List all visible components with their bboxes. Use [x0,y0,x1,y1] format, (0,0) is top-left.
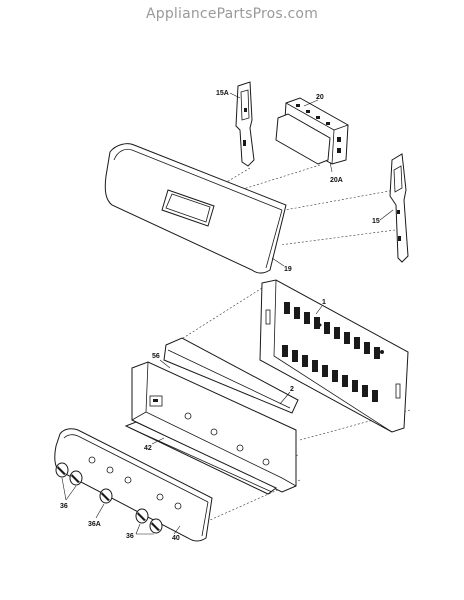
callout-36A: 36A [88,521,101,528]
part-40-knob-console[interactable] [54,428,213,542]
site-watermark: AppliancePartsPros.com [145,6,319,22]
leader-lines [61,92,394,535]
knob-3[interactable] [99,488,113,504]
callout-1: 1 [322,299,326,306]
part-19-backguard-panel[interactable] [104,143,287,274]
callout-42: 42 [144,445,152,452]
callout-36-left: 36 [60,503,68,510]
callout-15: 15 [372,218,380,225]
back-panel-lower-vents [282,345,378,402]
callout-56: 56 [152,353,160,360]
callout-19: 19 [284,266,292,273]
callout-2: 2 [290,386,294,393]
knob-5[interactable] [149,518,163,534]
callout-15A: 15A [216,90,229,97]
part-2-manifold-panel[interactable] [131,361,297,493]
knob-1[interactable] [55,462,69,478]
back-panel-upper-vents [284,302,380,359]
callout-40: 40 [172,535,180,542]
callout-20A: 20A [330,177,343,184]
knob-2[interactable] [69,470,83,486]
part-20A-overlay[interactable] [275,113,331,165]
part-1-back-panel[interactable] [259,279,409,433]
knob-4[interactable] [135,508,149,524]
callout-20: 20 [316,94,324,101]
part-36-knobs[interactable] [55,462,163,534]
callout-36-right: 36 [126,533,134,540]
part-15A-left-endcap-bracket[interactable] [235,81,255,167]
part-15-right-endcap-bracket[interactable] [389,153,409,263]
callout-labels: 15A 20 20A 15 19 1 56 2 42 36 36A 36 40 [60,90,380,542]
part-56-heat-shield[interactable] [163,337,299,414]
part-42-trim-strip[interactable] [124,421,277,495]
